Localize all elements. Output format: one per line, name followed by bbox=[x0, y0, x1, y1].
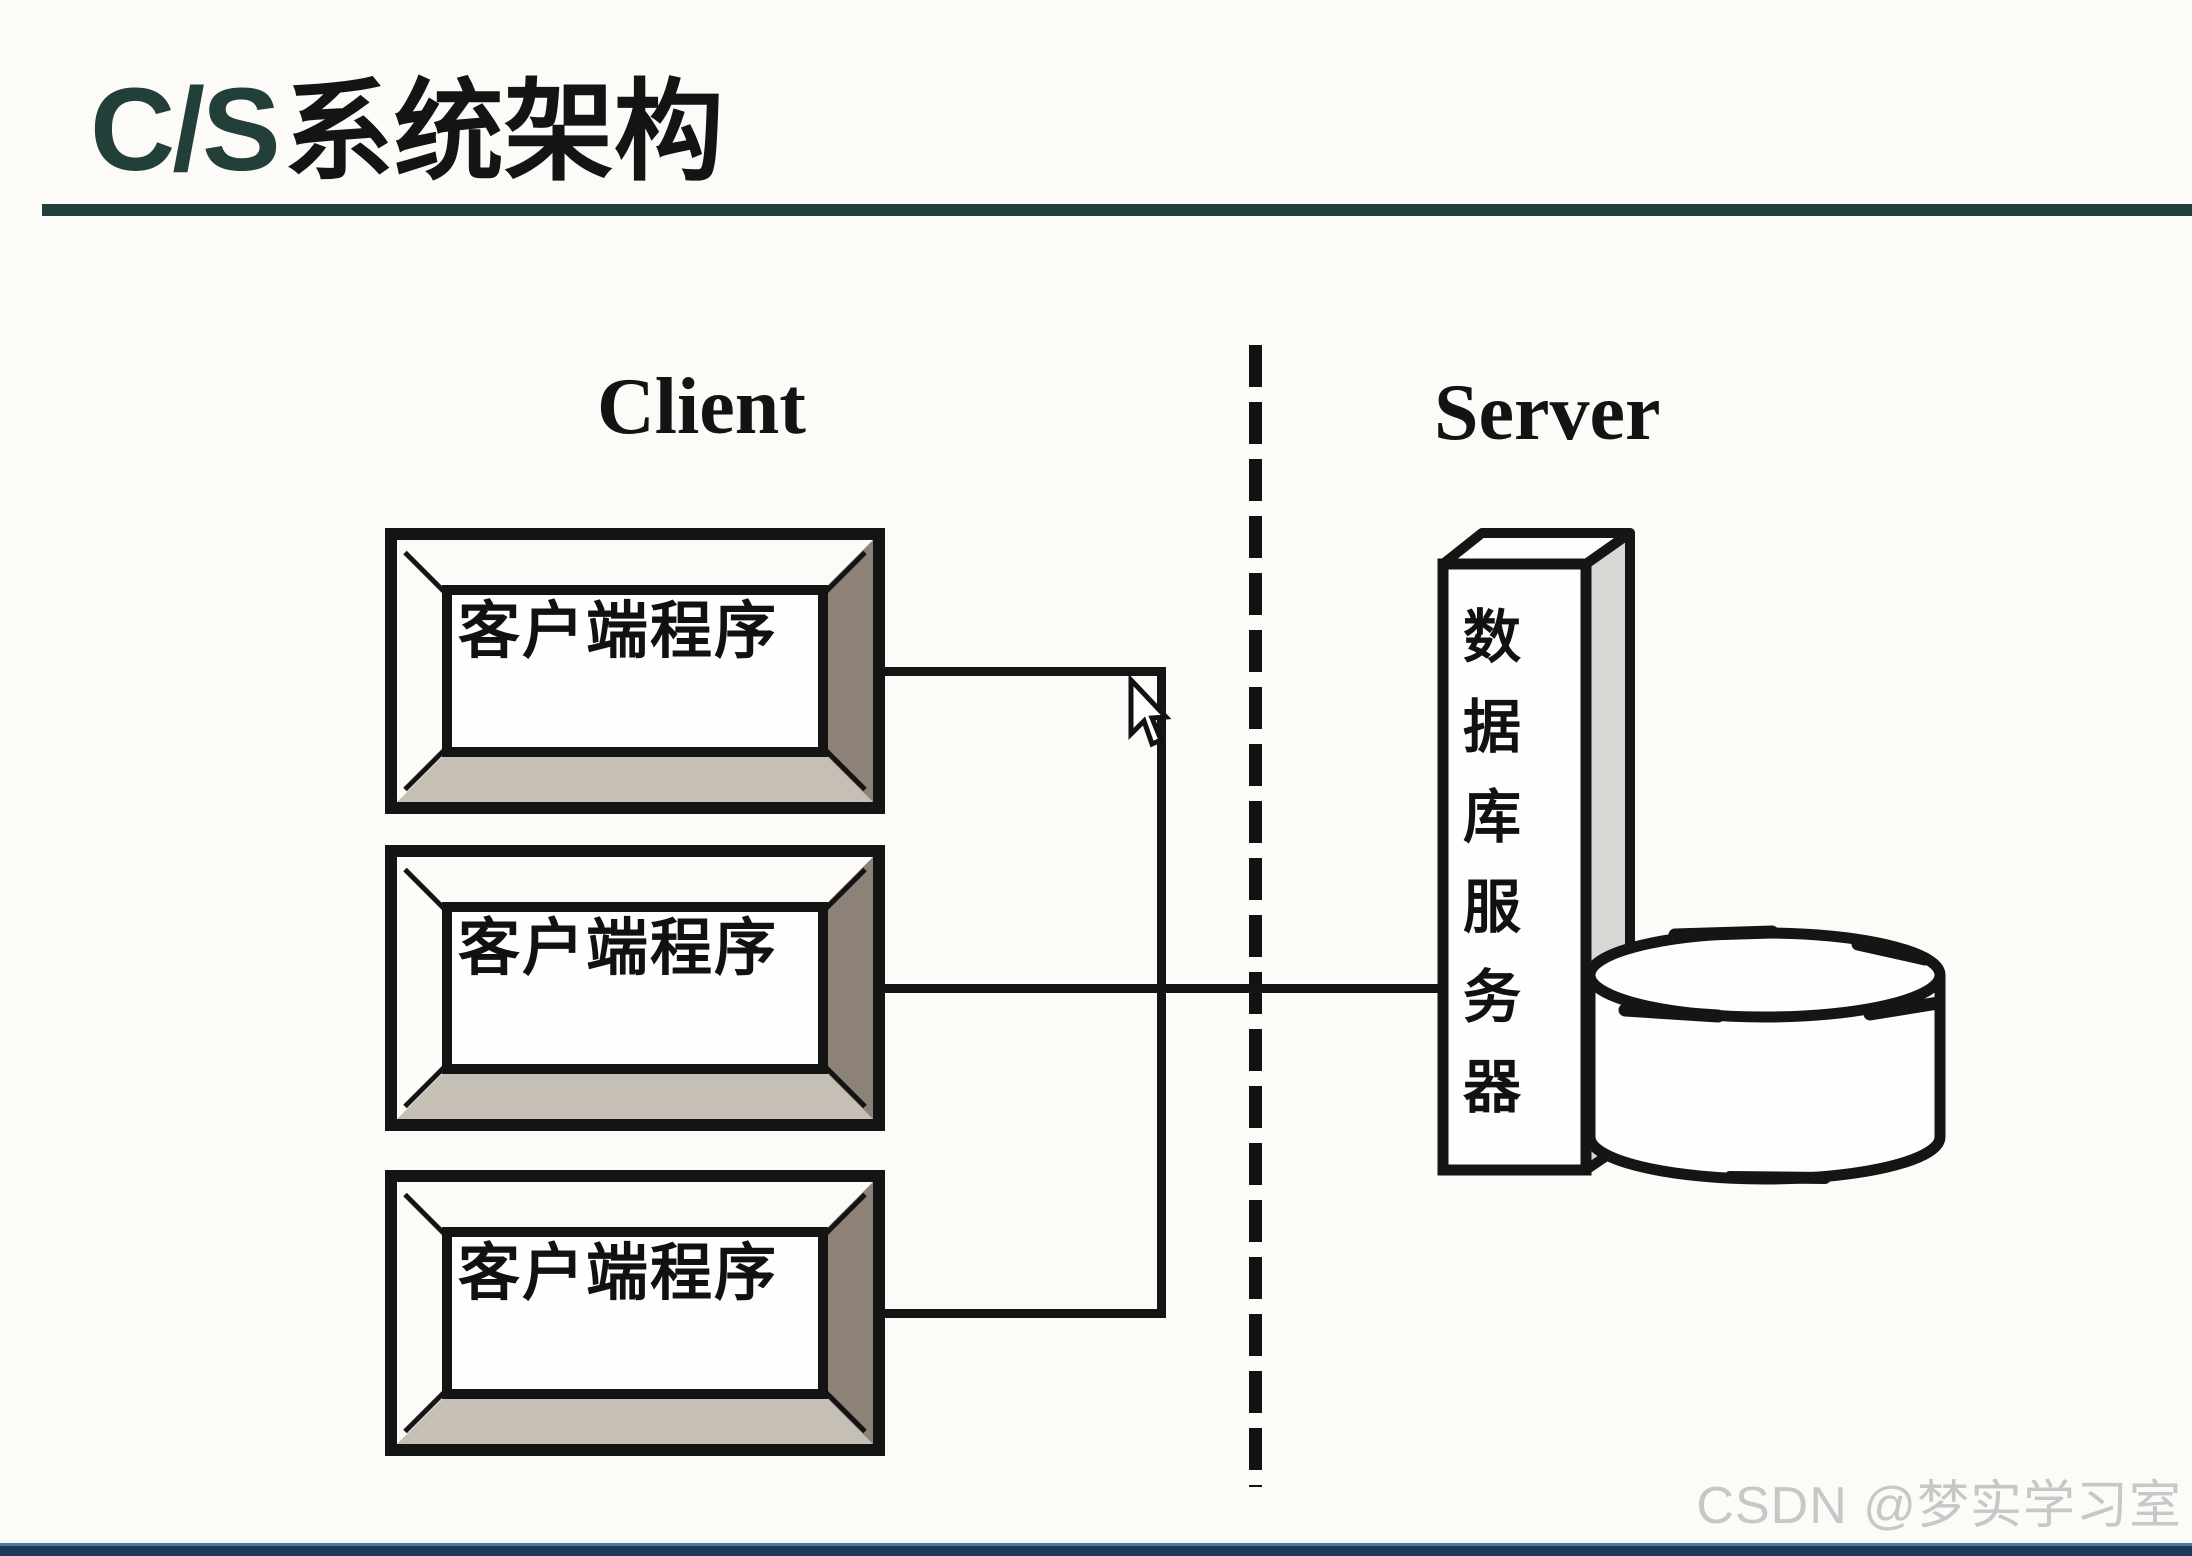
client-box-3-bevel: 客户端程序 bbox=[397, 1182, 873, 1444]
dashed-boundary-line bbox=[1249, 345, 1262, 1487]
connector-client1-line bbox=[878, 667, 1166, 676]
client-box-1: 客户端程序 bbox=[385, 528, 885, 814]
cylinder-sketch-stroke bbox=[1724, 1171, 1831, 1184]
client-box-1-bevel: 客户端程序 bbox=[397, 540, 873, 802]
watermark-text: CSDN @梦实学习室 bbox=[1696, 1477, 2182, 1535]
server-front-face bbox=[1437, 558, 1592, 1176]
title-underline-rule bbox=[42, 204, 2192, 216]
cylinder-sketch-stroke bbox=[1851, 937, 1932, 966]
server-section-label: Server bbox=[1434, 369, 1661, 457]
arrow-cursor-shape bbox=[1128, 673, 1172, 748]
client-section-label: Client bbox=[597, 363, 806, 451]
cylinder-sketch-stroke bbox=[1863, 996, 1945, 1021]
server-box-label: 数据库服务器 bbox=[1454, 606, 1519, 1146]
arrow-cursor-icon bbox=[1128, 673, 1172, 748]
connector-client2-to-server-line bbox=[878, 984, 1440, 993]
connector-client3-line bbox=[880, 1309, 1166, 1318]
title-acronym: C/S bbox=[90, 64, 281, 196]
database-server-graphic bbox=[1437, 528, 1946, 1185]
title-text: 系统架构 bbox=[283, 72, 724, 194]
footer-bar bbox=[0, 1543, 2192, 1556]
cylinder-sketch-stroke bbox=[1668, 925, 1779, 942]
client-box-2-bevel: 客户端程序 bbox=[397, 857, 873, 1119]
client-box-3: 客户端程序 bbox=[385, 1170, 885, 1456]
client-box-3-label: 客户端程序 bbox=[442, 1227, 828, 1399]
cylinder-sketch-stroke bbox=[1618, 1003, 1725, 1023]
client-box-2: 客户端程序 bbox=[385, 845, 885, 1131]
page-title: C/S系统架构 bbox=[90, 42, 724, 202]
client-box-2-label: 客户端程序 bbox=[442, 902, 828, 1074]
database-cylinder-icon bbox=[1584, 925, 1946, 1185]
client-box-1-label: 客户端程序 bbox=[442, 585, 828, 757]
